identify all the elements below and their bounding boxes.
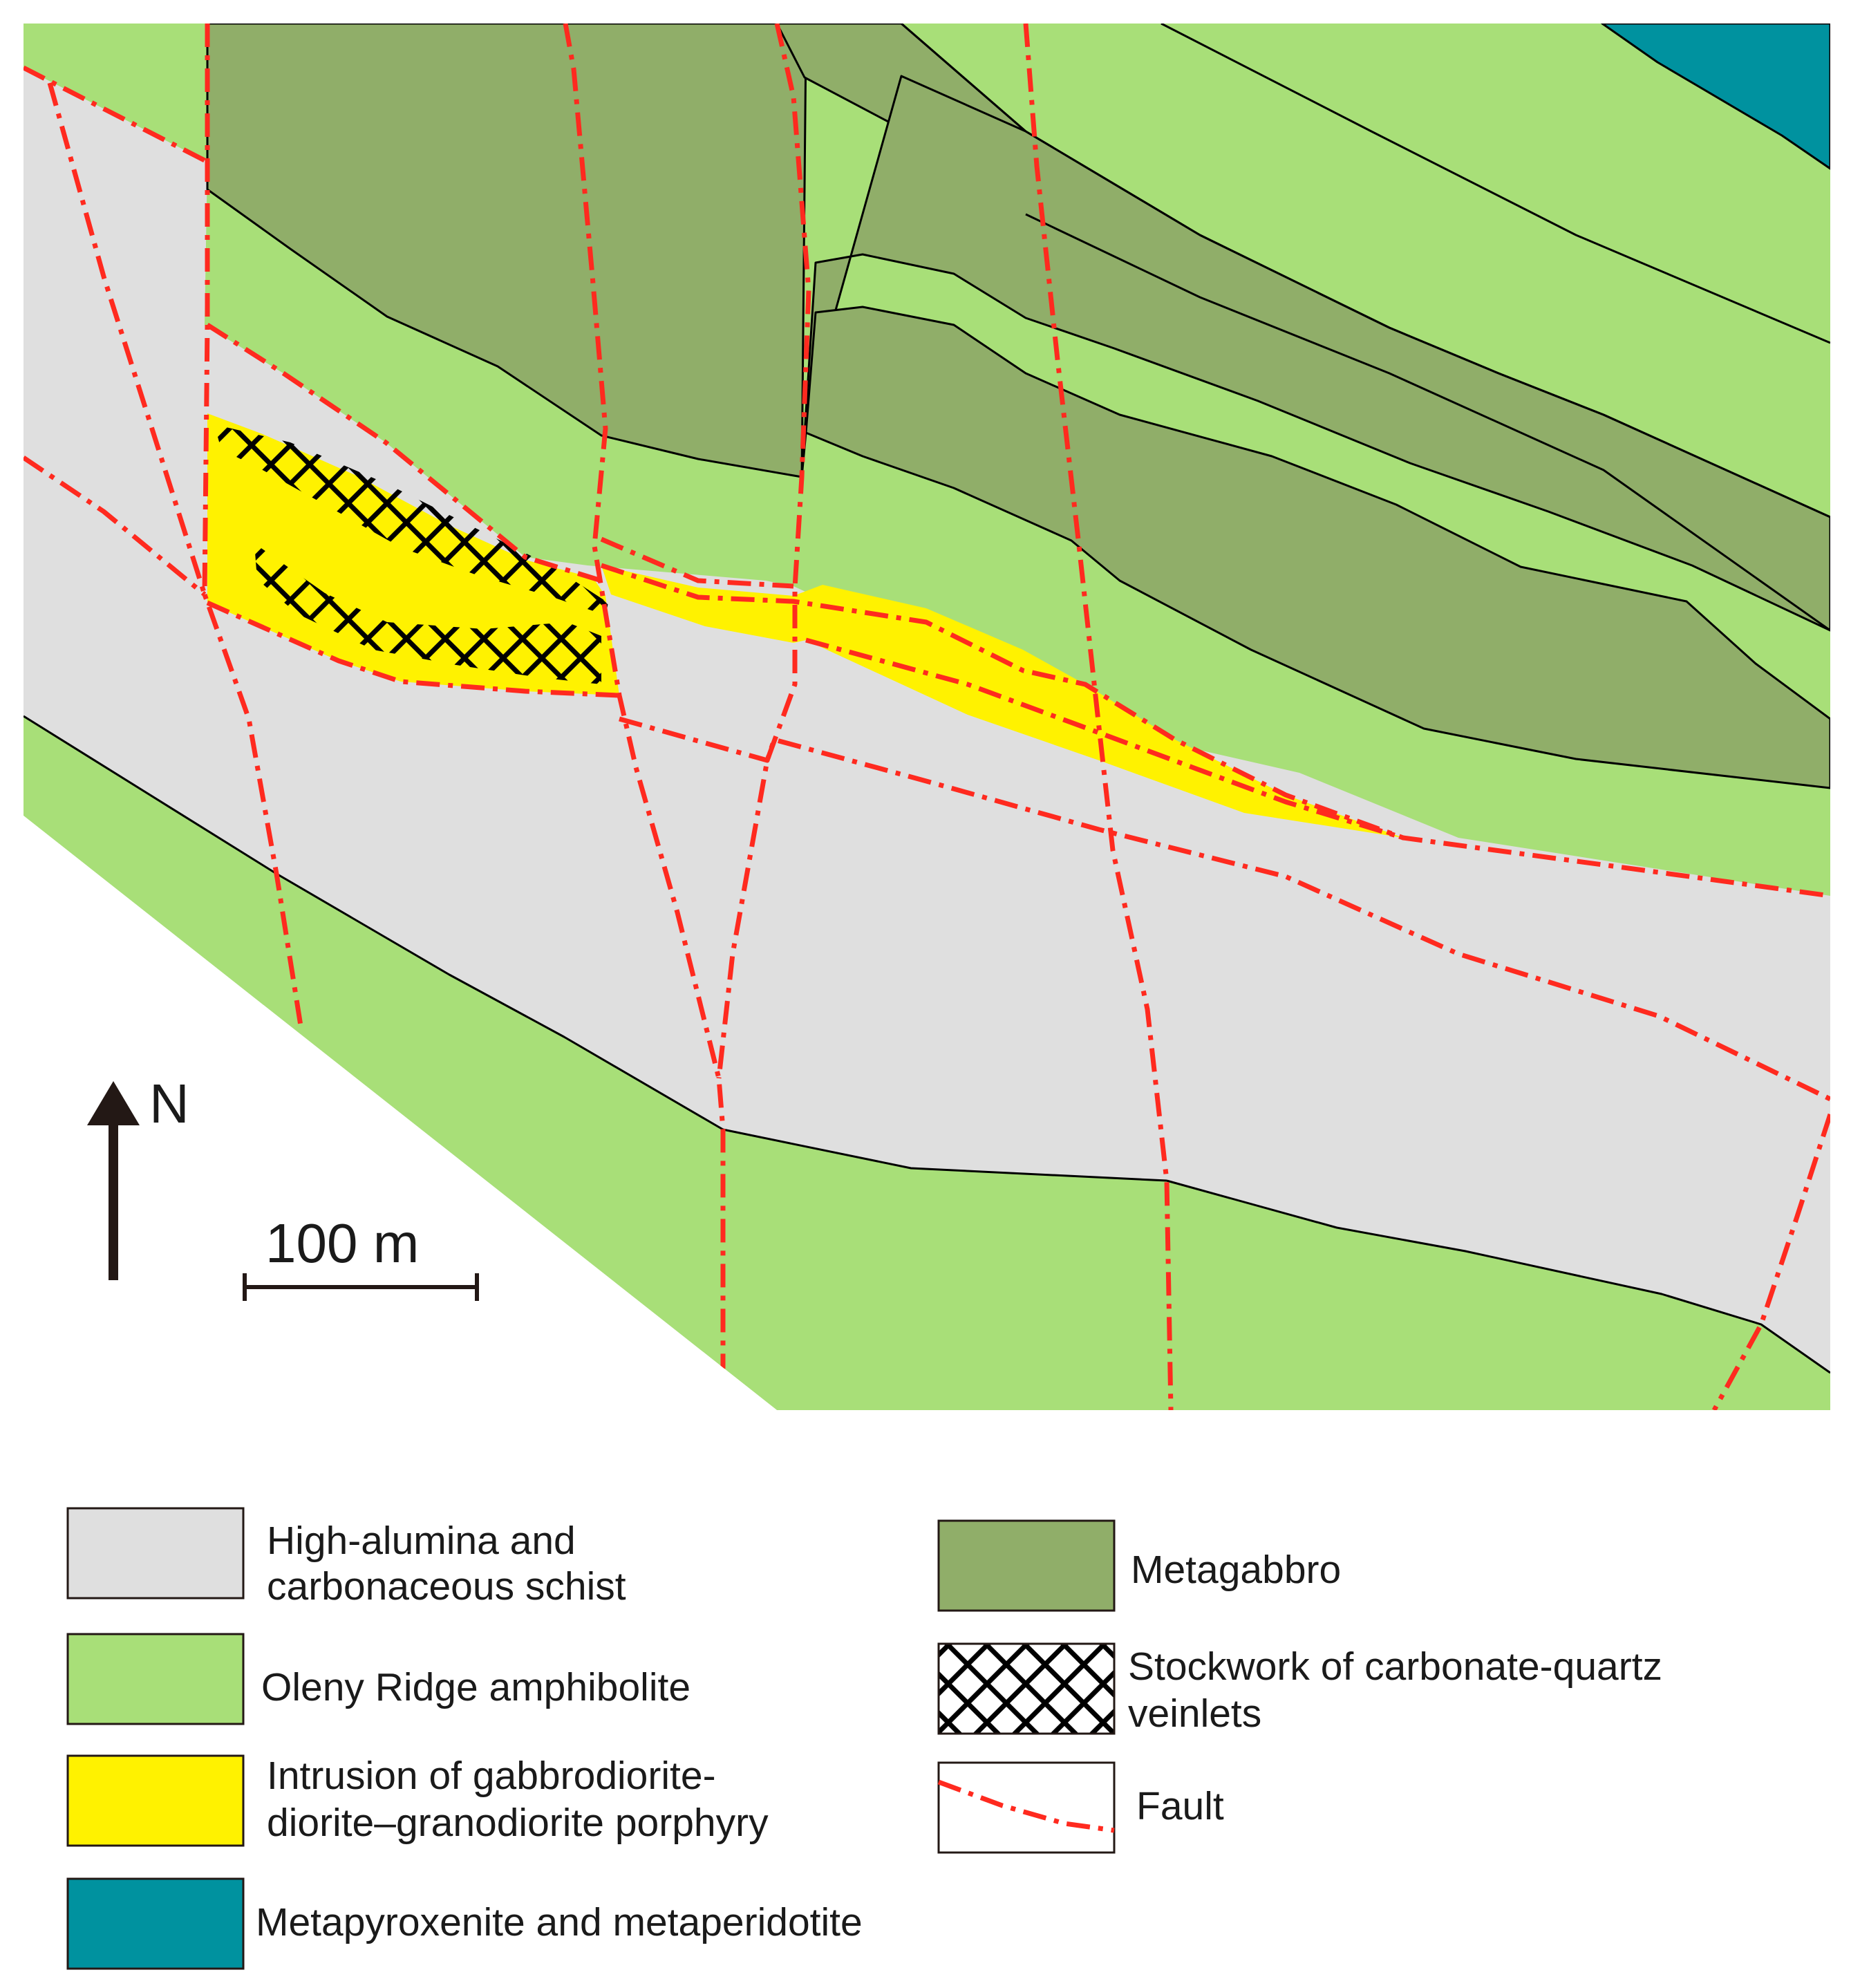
schist-unit-upper [24, 68, 1830, 1373]
legend-label-stockwork-line1: Stockwork of carbonate-quartz [1128, 1644, 1662, 1689]
legend-label-schist-line1: High-alumina and [267, 1519, 576, 1563]
metapyroxenite-unit [1601, 24, 1830, 170]
legend-label-intrusion-line2: diorite–granodiorite porphyry [267, 1801, 769, 1845]
legend-label-stockwork-line2: veinlets [1128, 1691, 1261, 1736]
legend-swatch-metagabbro [937, 1519, 1116, 1612]
stockwork-zone-south [254, 543, 601, 684]
scale-bar-label: 100 m [265, 1212, 419, 1274]
legend-label-metapyroxenite: Metapyroxenite and metaperidotite [256, 1900, 863, 1944]
fault-intrusion-top [206, 323, 603, 583]
fault-south-of-intrusion [24, 456, 207, 597]
north-arrow: N [87, 1073, 189, 1280]
map-area [24, 24, 1830, 1410]
fault-lines [24, 24, 1830, 1410]
legend-label-metagabbro: Metagabbro [1131, 1548, 1341, 1592]
north-arrow-label: N [149, 1073, 189, 1134]
legend-swatch-intrusion [66, 1754, 245, 1847]
legend-fault-line [937, 1779, 1115, 1833]
fault-upper-west-diagonal [47, 82, 207, 596]
fault-intrusion-middle [805, 637, 1404, 841]
legend-label-intrusion-line1: Intrusion of gabbrodiorite- [267, 1754, 716, 1798]
fault-west-vertical [202, 24, 304, 1031]
fault-central-east-vertical [716, 24, 811, 1079]
stockwork-zone-north [214, 424, 608, 615]
legend-label-schist-line2: carbonaceous schist [267, 1564, 626, 1609]
scale-bar: 100 m [243, 1212, 479, 1301]
legend-swatch-metapyroxenite [66, 1877, 245, 1970]
legend-swatch-stockwork [937, 1642, 1116, 1735]
fault-intrusion-bottom [206, 600, 620, 698]
fault-far-east-vertical [1711, 1113, 1830, 1410]
fault-nw-boundary [24, 65, 209, 165]
fault-east-vertical [1023, 24, 1174, 1410]
fault-middle-east-lower [619, 716, 1830, 1102]
metagabbro-band-south [805, 306, 1830, 789]
legend-swatch-schist [66, 1507, 245, 1600]
fault-middle-east-upper [600, 563, 1830, 899]
legend-swatch-amphibolite [66, 1633, 245, 1725]
fault-central-west-vertical [563, 24, 726, 1369]
legend-label-fault: Fault [1136, 1784, 1224, 1828]
lithological-contacts [24, 24, 1830, 1374]
legend: High-alumina and carbonaceous schist Ole… [66, 1507, 1662, 1970]
fault-upper-middle-link [600, 536, 794, 589]
legend-label-amphibolite: Oleny Ridge amphibolite [261, 1665, 690, 1709]
legend-swatch-fault [937, 1761, 1116, 1854]
